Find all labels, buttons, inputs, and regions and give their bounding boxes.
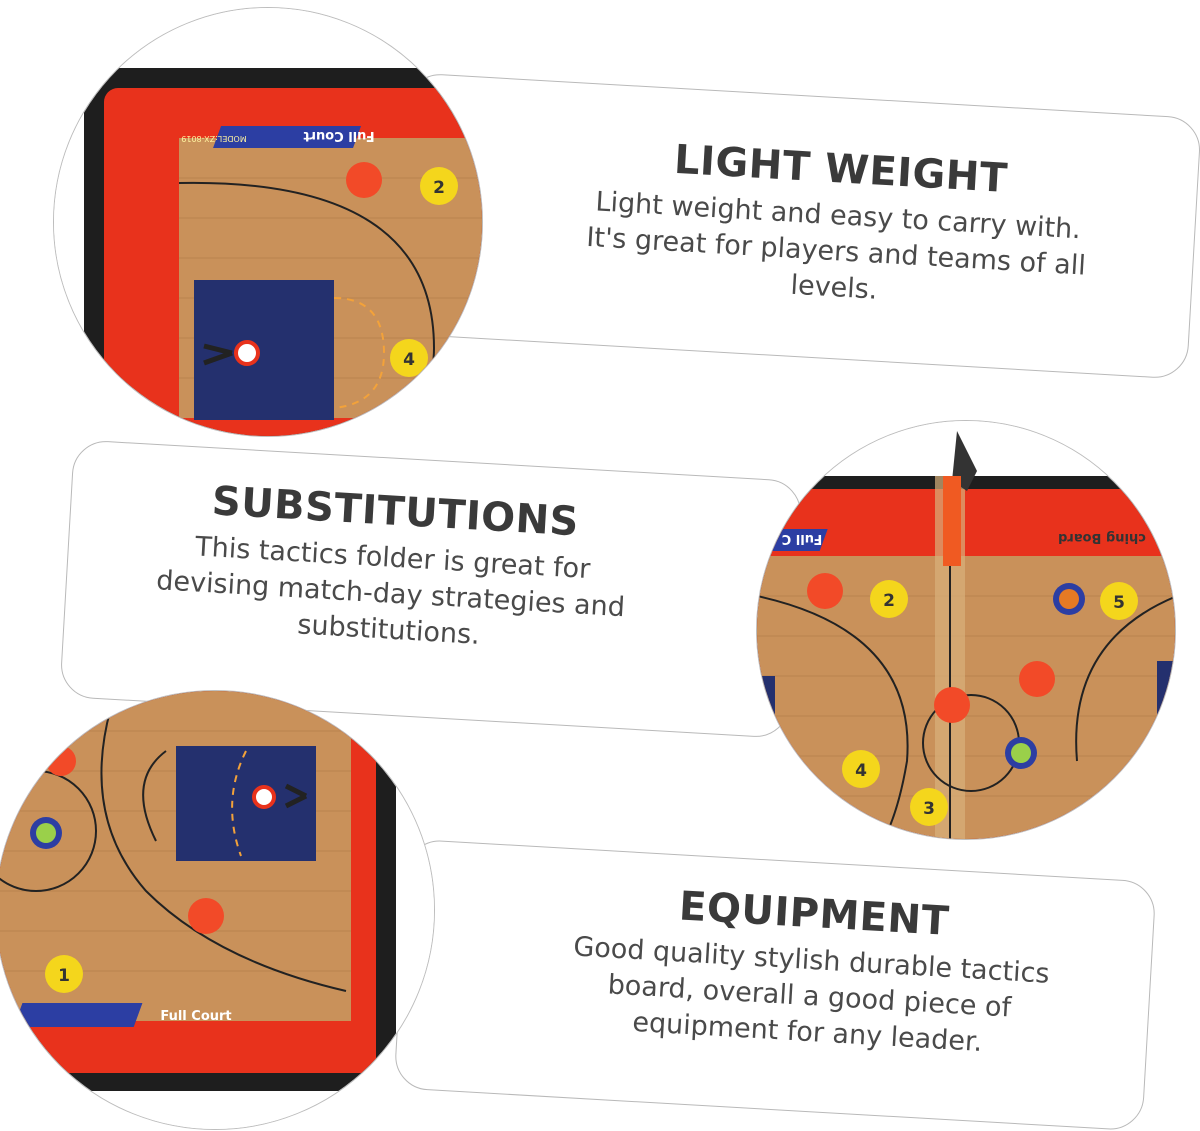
yellow-player-magnet: [842, 750, 880, 788]
yellow-player-magnet: [1100, 582, 1138, 620]
description-line: substitutions.: [296, 609, 481, 651]
feature-description: Good quality stylish durable tactics boa…: [568, 929, 1051, 1064]
magnet-number: 5: [1113, 593, 1125, 613]
feature-card-equipment: EQUIPMENT Good quality stylish durable t…: [393, 838, 1157, 1131]
tactics-board-photo-middle: Full C ching Board 2 5 4 3: [756, 420, 1176, 840]
feature-description: This tactics folder is great for devisin…: [153, 527, 628, 662]
tactics-board-photo-top: Full Court MODEL:ZX-8019 2 4: [53, 7, 483, 437]
tactics-board-illustration: Full C ching Board 2 5 4 3: [757, 421, 1175, 839]
tactics-board-illustration: 1 Full Court: [0, 691, 434, 1129]
tactics-board-illustration: Full Court MODEL:ZX-8019 2 4: [54, 8, 482, 436]
magnet-number: 4: [403, 350, 415, 370]
red-player-magnet: [346, 162, 382, 198]
feature-description: Light weight and easy to carry with. It'…: [583, 184, 1088, 321]
red-player-magnet: [807, 573, 843, 609]
board-label: ching Board: [1058, 530, 1146, 545]
feature-card-light-weight: LIGHT WEIGHT Light weight and easy to ca…: [393, 72, 1200, 380]
magnet-number: 2: [433, 178, 445, 198]
magnet-number: 1: [58, 966, 70, 986]
magnet-number: 3: [923, 799, 935, 819]
description-line: levels.: [789, 269, 879, 306]
yellow-player-magnet: [390, 339, 428, 377]
board-model-label: MODEL:ZX-8019: [181, 134, 246, 143]
yellow-player-magnet: [910, 788, 948, 826]
red-player-magnet: [188, 898, 224, 934]
red-player-magnet: [934, 687, 970, 723]
magnet-number: 2: [883, 591, 895, 611]
red-player-magnet: [1019, 661, 1055, 697]
yellow-player-magnet: [45, 955, 83, 993]
board-label: Full C: [782, 531, 822, 546]
board-label: Full Court: [160, 1009, 231, 1024]
yellow-player-magnet: [870, 580, 908, 618]
feature-title: EQUIPMENT: [677, 883, 951, 945]
yellow-player-magnet: [420, 167, 458, 205]
red-player-magnet: [46, 746, 76, 776]
tactics-board-photo-bottom: 1 Full Court: [0, 690, 435, 1130]
magnet-number: 4: [855, 761, 867, 781]
board-label: Full Court: [303, 128, 374, 143]
